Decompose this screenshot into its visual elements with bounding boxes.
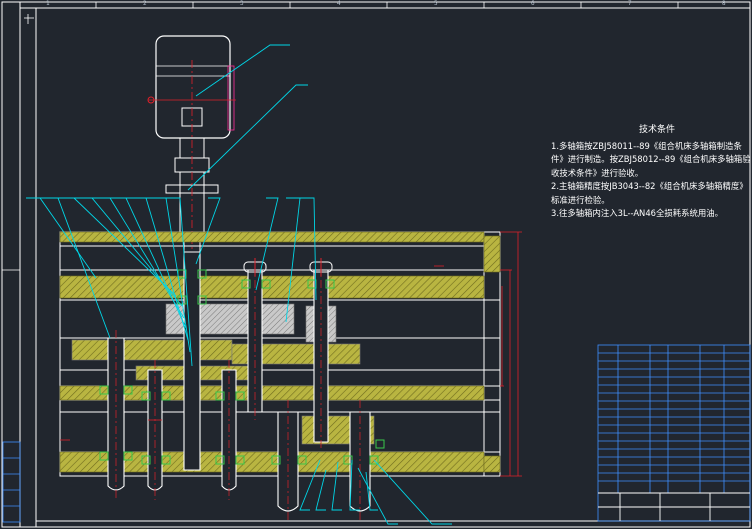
zone-label-3: 3	[240, 0, 244, 7]
leader-lines	[26, 44, 452, 525]
zone-label-1: 1	[46, 0, 50, 7]
zone-label-5: 5	[434, 0, 438, 7]
zone-ticks	[2, 2, 679, 271]
technical-note-2: 2.主轴箱精度按JB3043--82《组合机床多轴箱精度》标准进行检验。	[551, 181, 748, 205]
technical-note-1: 1.多轴箱按ZBJ58011--89《组合机床多轴箱制造条件》进行制造。按ZBJ…	[551, 140, 751, 178]
red-accents	[60, 265, 444, 441]
spindle-center-lines	[115, 264, 361, 520]
dimension-lines	[500, 231, 522, 477]
technical-notes-title: 技术条件	[638, 125, 675, 135]
zone-label-4: 4	[337, 0, 341, 7]
bearings	[99, 269, 385, 465]
zone-label-6: 6	[531, 0, 535, 7]
title-block-bottom	[598, 492, 750, 521]
binding-strip	[2, 441, 21, 523]
technical-note-3: 3.往多轴箱内注入3L--AN46全损耗系统用油。	[551, 208, 723, 218]
zone-label-8: 8	[722, 0, 726, 7]
technical-notes: 技术条件 1.多轴箱按ZBJ58011--89《组合机床多轴箱制造条件》进行制造…	[551, 124, 751, 221]
zone-label-7: 7	[628, 0, 632, 7]
title-block	[597, 344, 751, 522]
zone-label-2: 2	[143, 0, 147, 7]
